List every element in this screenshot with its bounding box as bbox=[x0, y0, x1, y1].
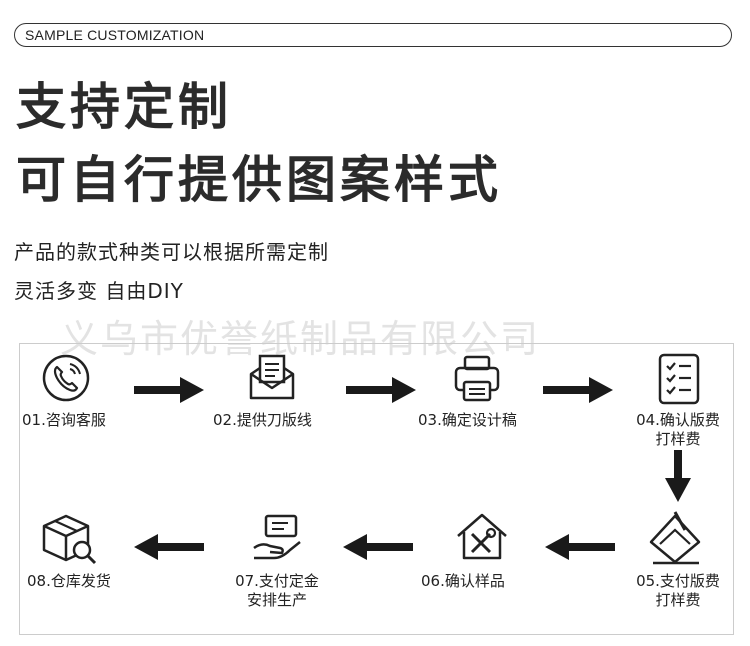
arrow-left-icon bbox=[134, 534, 204, 560]
step-07-label-2: 安排生产 bbox=[246, 591, 307, 609]
arrow-down-icon bbox=[665, 450, 691, 502]
step-06-label: 06.确认样品 bbox=[421, 572, 505, 590]
step-05-label-2: 打样费 bbox=[655, 591, 701, 609]
envelope-icon bbox=[249, 354, 295, 400]
step-02-label: 02.提供刀版线 bbox=[213, 411, 312, 429]
step-04-label: 04.确认版费 bbox=[636, 411, 720, 429]
arrow-right-icon bbox=[134, 377, 204, 403]
checklist-icon bbox=[658, 353, 700, 405]
step-07-label: 07.支付定金 bbox=[235, 572, 319, 590]
hand-money-icon bbox=[253, 514, 301, 560]
headline-line-1: 支持定制 bbox=[16, 78, 232, 136]
step-03-label: 03.确定设计稿 bbox=[418, 411, 517, 429]
arrow-left-icon bbox=[343, 534, 413, 560]
subtext-line-2: 灵活多变 自由DIY bbox=[14, 279, 184, 303]
step-01-label: 01.咨询客服 bbox=[22, 411, 106, 429]
section-tag: SAMPLE CUSTOMIZATION bbox=[14, 23, 732, 47]
arrow-left-icon bbox=[545, 534, 615, 560]
company-watermark: 义乌市优誉纸制品有限公司 bbox=[60, 317, 541, 361]
house-tools-icon bbox=[457, 513, 507, 560]
sign-paper-icon bbox=[649, 511, 701, 565]
arrow-right-icon bbox=[346, 377, 416, 403]
step-08-label: 08.仓库发货 bbox=[27, 572, 111, 590]
printer-icon bbox=[454, 355, 500, 402]
headline-line-2: 可自行提供图案样式 bbox=[16, 151, 502, 209]
section-tag-label: SAMPLE CUSTOMIZATION bbox=[25, 27, 205, 43]
arrow-right-icon bbox=[543, 377, 613, 403]
phone-icon bbox=[42, 354, 90, 402]
step-05-label: 05.支付版费 bbox=[636, 572, 720, 590]
package-search-icon bbox=[42, 514, 97, 565]
subtext-line-1: 产品的款式种类可以根据所需定制 bbox=[14, 240, 329, 264]
step-04-label-2: 打样费 bbox=[655, 430, 701, 448]
process-panel bbox=[19, 343, 734, 635]
